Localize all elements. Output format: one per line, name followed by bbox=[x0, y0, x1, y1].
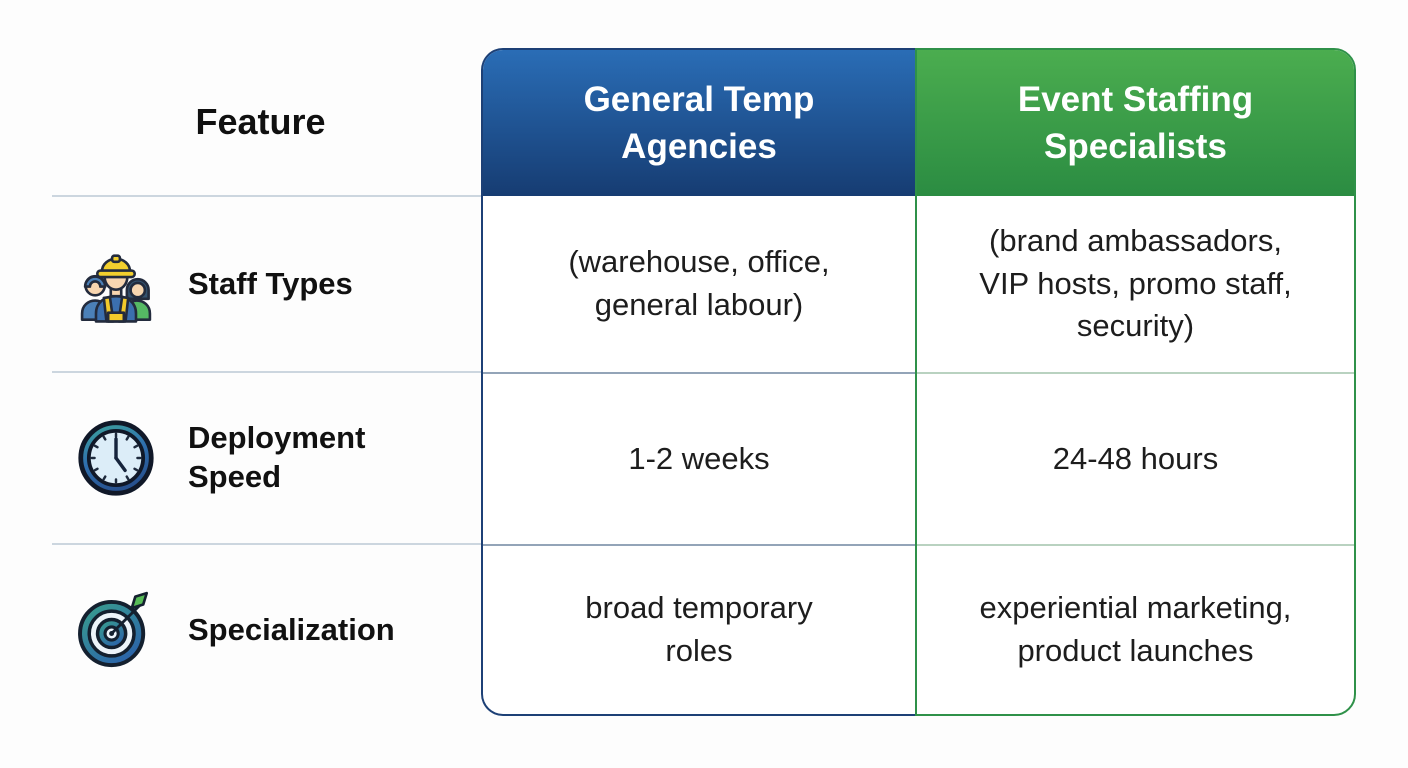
cell-general-deployment-speed: 1-2 weeks bbox=[483, 372, 915, 544]
cell-event-deployment-speed: 24-48 hours bbox=[917, 372, 1354, 544]
cell-event-staff-types: (brand ambassadors, VIP hosts, promo sta… bbox=[979, 222, 1292, 344]
comparison-table: Feature bbox=[40, 48, 1356, 716]
feature-column-header: Feature bbox=[195, 101, 326, 142]
cell-event-specialization: experiential marketing, product launches bbox=[917, 544, 1354, 714]
feature-label-deployment-speed: Deployment Speed bbox=[188, 420, 366, 494]
feature-row-specialization: Specialization bbox=[40, 543, 481, 716]
feature-row-deployment-speed: Deployment Speed bbox=[40, 371, 481, 544]
column-header-event-staffing-specialists: Event Staffing Specialists bbox=[917, 50, 1354, 196]
feature-label-specialization: Specialization bbox=[188, 611, 395, 647]
column-header-general-temp-agencies: General Temp Agencies bbox=[483, 50, 915, 196]
column-event-staffing-specialists: Event Staffing Specialists (brand ambass… bbox=[915, 48, 1356, 716]
clock-icon bbox=[70, 418, 162, 498]
workers-icon bbox=[70, 244, 162, 324]
column-general-temp-agencies: General Temp Agencies (warehouse, office… bbox=[481, 48, 915, 716]
feature-row-staff-types: Staff Types bbox=[40, 195, 481, 372]
cell-general-specialization: broad temporary roles bbox=[483, 544, 915, 714]
feature-column: Feature bbox=[40, 48, 481, 716]
target-icon bbox=[70, 589, 162, 671]
cell-general-staff-types: (warehouse, office, general labour) bbox=[568, 244, 830, 322]
feature-label-staff-types: Staff Types bbox=[188, 265, 353, 301]
